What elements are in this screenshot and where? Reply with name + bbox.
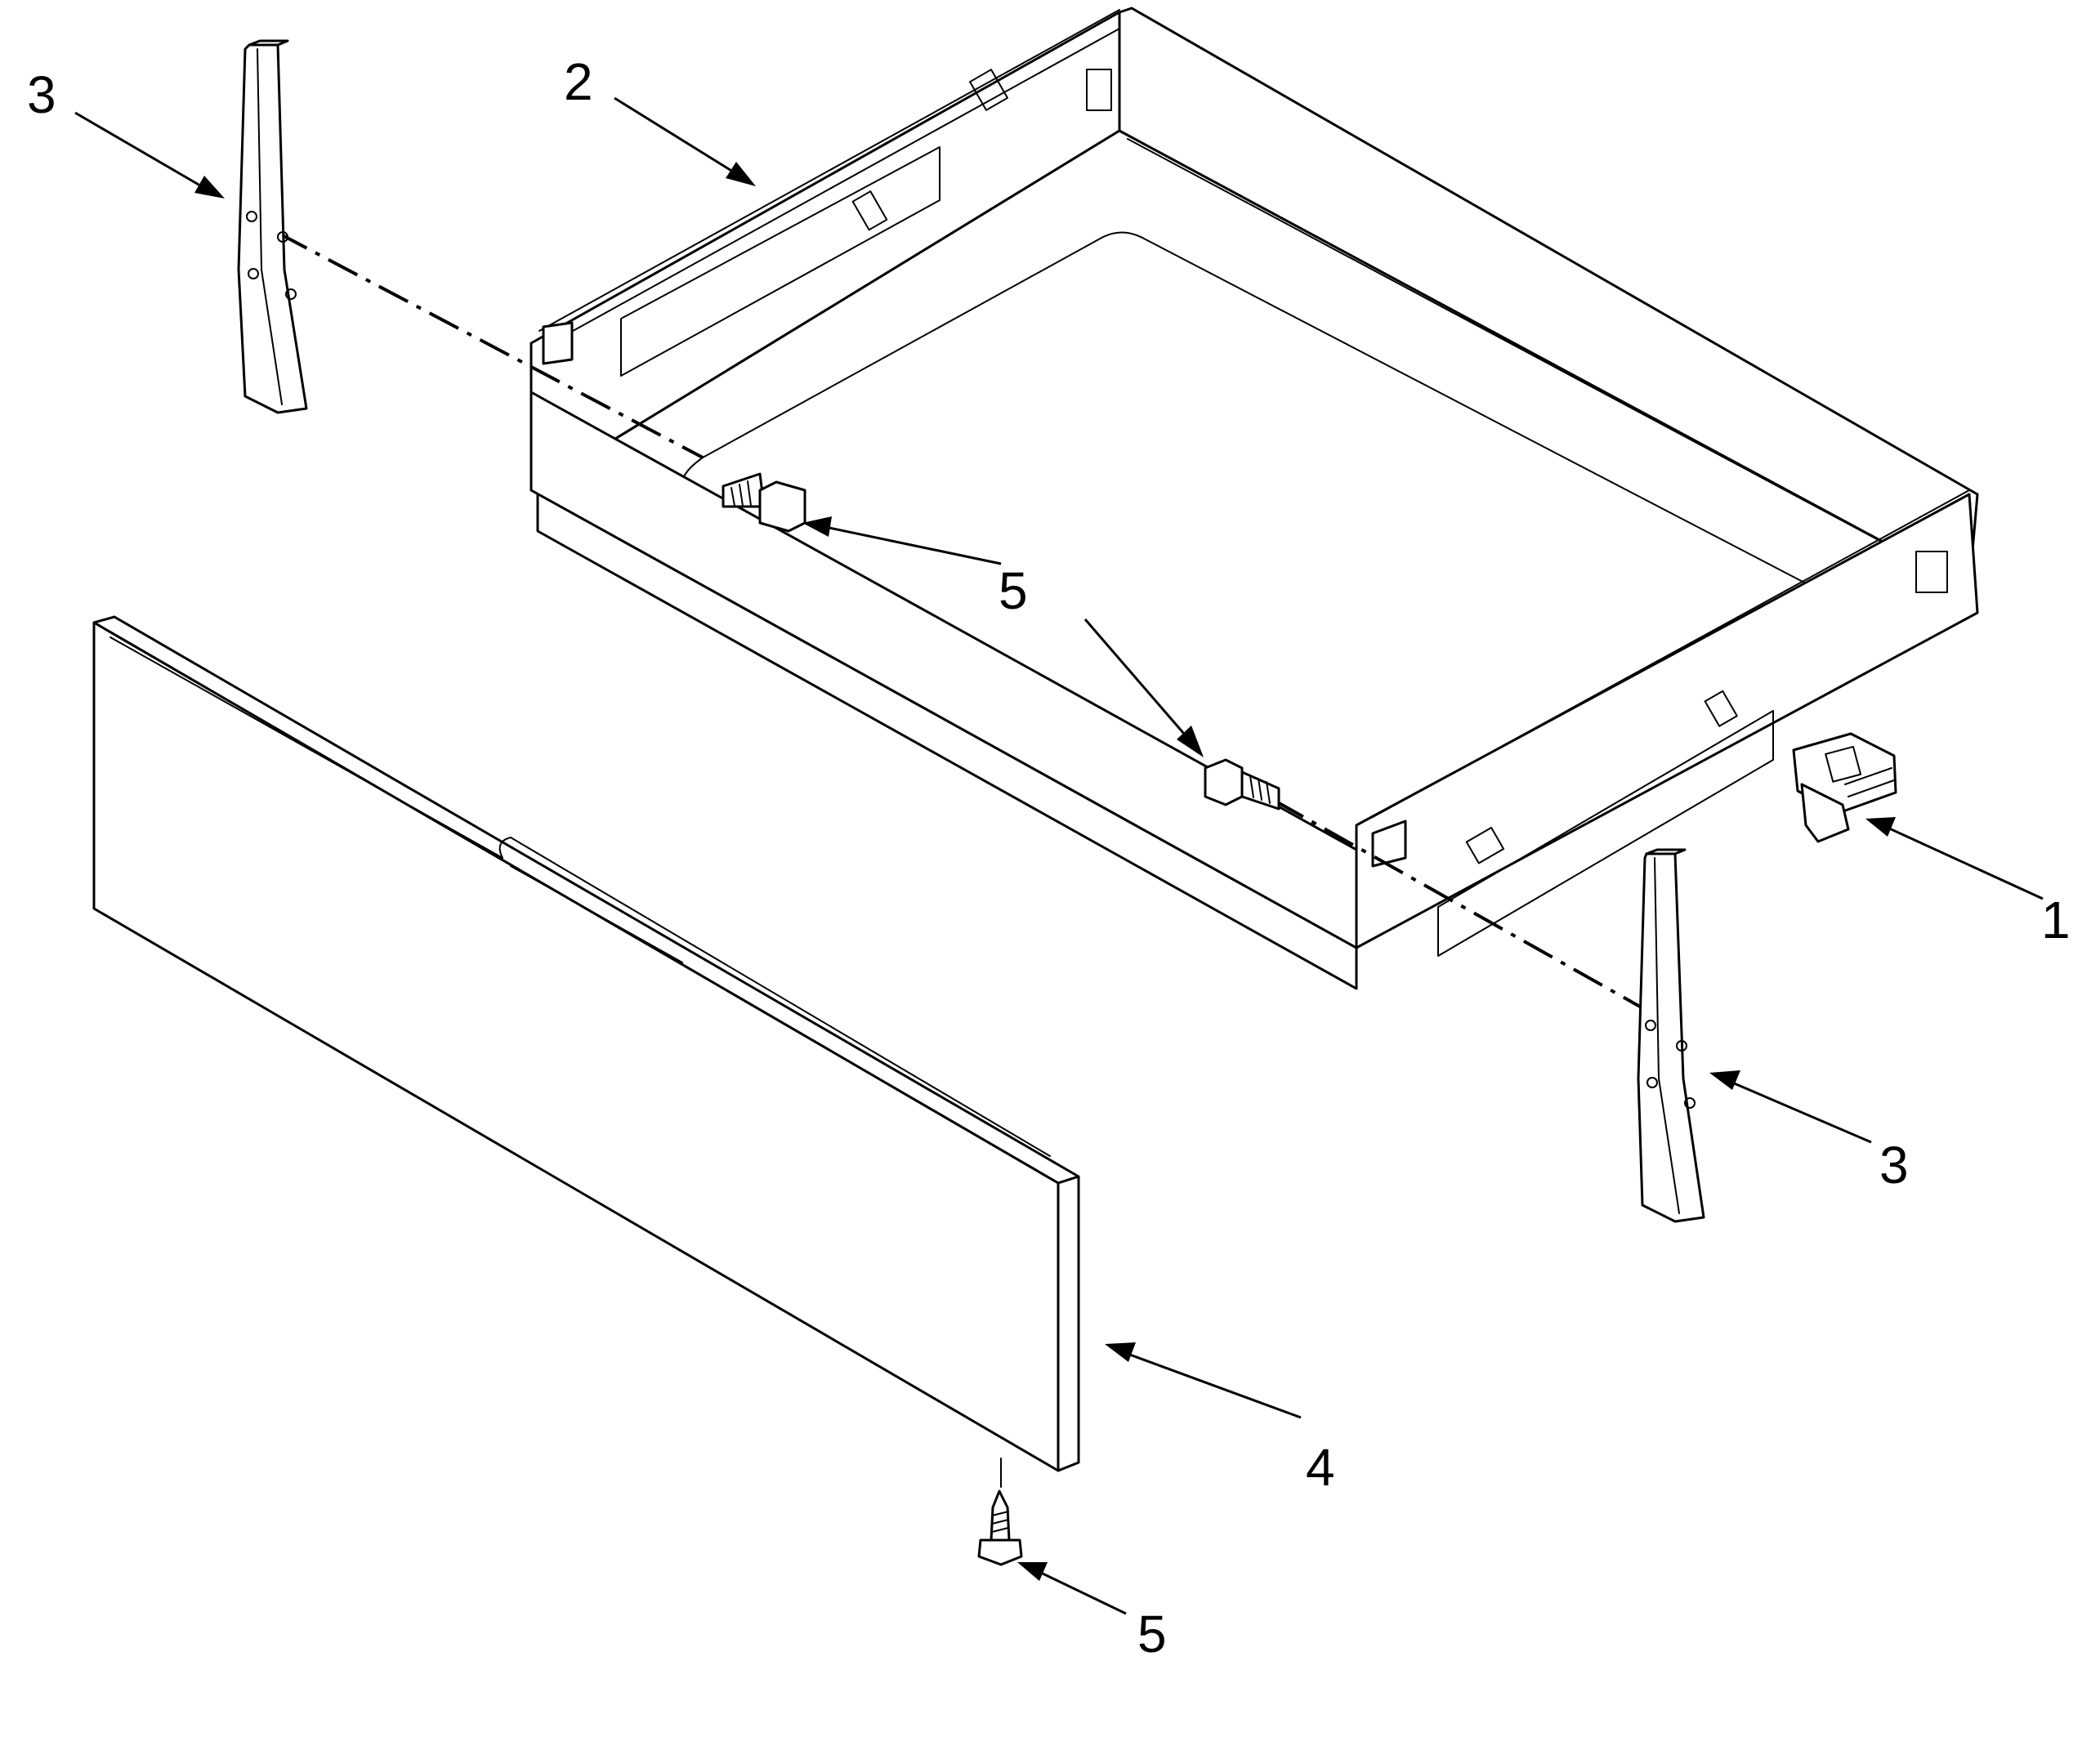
bracket-part-3-right	[1637, 848, 1705, 1223]
drawer-box-part-2	[529, 7, 1979, 990]
callout-3-right: 3	[1879, 1136, 1909, 1195]
callout-5-upper: 5	[999, 561, 1028, 620]
callout-2: 2	[564, 52, 593, 111]
callout-5-bottom: 5	[1137, 1605, 1167, 1663]
callout-4: 4	[1306, 1438, 1335, 1497]
clip-part-1	[1792, 732, 1897, 843]
bracket-part-3-top	[237, 39, 308, 414]
leader-lines	[74, 96, 2044, 1615]
screw-part-5-bottom	[977, 1458, 1023, 1566]
screw-part-5-upper	[722, 472, 806, 533]
callout-3-top: 3	[27, 65, 56, 124]
callout-1: 1	[2041, 891, 2071, 949]
screw-part-5-middle	[1204, 758, 1280, 810]
centerline-left	[277, 231, 704, 459]
centerline-right	[1274, 799, 1660, 1019]
drawer-front-part-4	[92, 615, 1080, 1472]
